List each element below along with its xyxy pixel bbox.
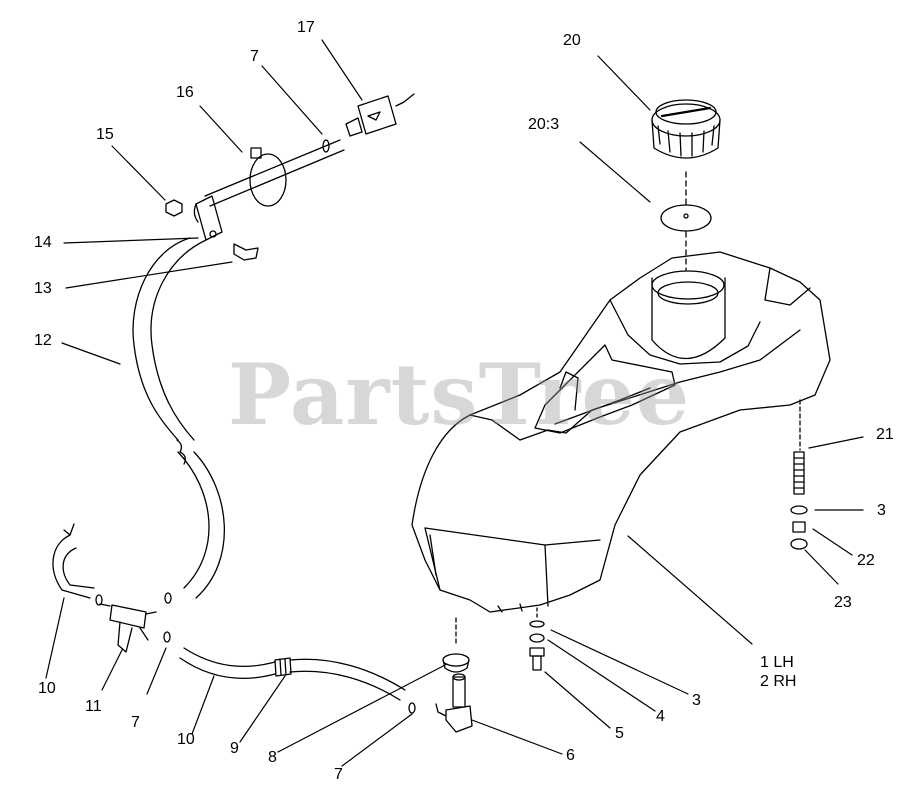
elbow-fitting (435, 673, 473, 733)
callout-4: 4 (656, 708, 665, 725)
callout-3: 3 (877, 502, 886, 519)
callout-10: 10 (38, 680, 56, 697)
hose-clamp (322, 139, 330, 153)
hose-clamp (163, 631, 171, 643)
callout-10: 10 (177, 731, 195, 748)
line-bracket (193, 195, 223, 241)
hose-clamp (408, 702, 416, 714)
hose-clamp (164, 592, 172, 604)
inline-clamp (274, 657, 292, 677)
callout-12: 12 (34, 332, 52, 349)
spring-clamp (249, 147, 287, 207)
fuel-cap (651, 99, 721, 159)
callout-20: 20 (563, 32, 581, 49)
callout-15: 15 (96, 126, 114, 143)
cap-gasket (660, 204, 712, 232)
shutoff-valve (99, 603, 157, 653)
callout-1-lh: 1 LH (760, 654, 794, 671)
callout-3: 3 (692, 692, 701, 709)
fuel-line-upper (204, 139, 341, 197)
stud-hardware (790, 399, 808, 550)
callout-11: 11 (85, 698, 102, 715)
callout-20-3: 20:3 (528, 116, 560, 133)
fuel-tank (411, 251, 831, 613)
bottom-bolt (529, 607, 545, 671)
watermark: PartsTree (228, 345, 691, 444)
callout-9: 9 (230, 740, 239, 757)
callout-16: 16 (176, 84, 194, 101)
leader-lines (45, 39, 864, 767)
callout-14: 14 (34, 234, 52, 251)
bracket-bolt (233, 243, 259, 261)
callout-2-rh: 2 RH (760, 673, 797, 690)
fuel-line-lower (179, 647, 406, 701)
grommet (442, 617, 470, 673)
fuel-line-upper (209, 149, 345, 207)
callout-6: 6 (566, 747, 575, 764)
callout-7: 7 (334, 766, 343, 783)
callout-8: 8 (268, 749, 277, 766)
callout-5: 5 (615, 725, 624, 742)
callout-7: 7 (131, 714, 140, 731)
fuel-line-main (132, 237, 225, 599)
callout-13: 13 (34, 280, 52, 297)
callout-23: 23 (834, 594, 852, 611)
callout-17: 17 (297, 19, 315, 36)
callout-21: 21 (876, 426, 894, 443)
bracket-nut (165, 199, 183, 217)
callout-22: 22 (857, 552, 875, 569)
hose-clamp (95, 594, 103, 606)
callout-7: 7 (250, 48, 259, 65)
fuel-line-left (52, 523, 95, 599)
fuel-filter (345, 93, 415, 137)
